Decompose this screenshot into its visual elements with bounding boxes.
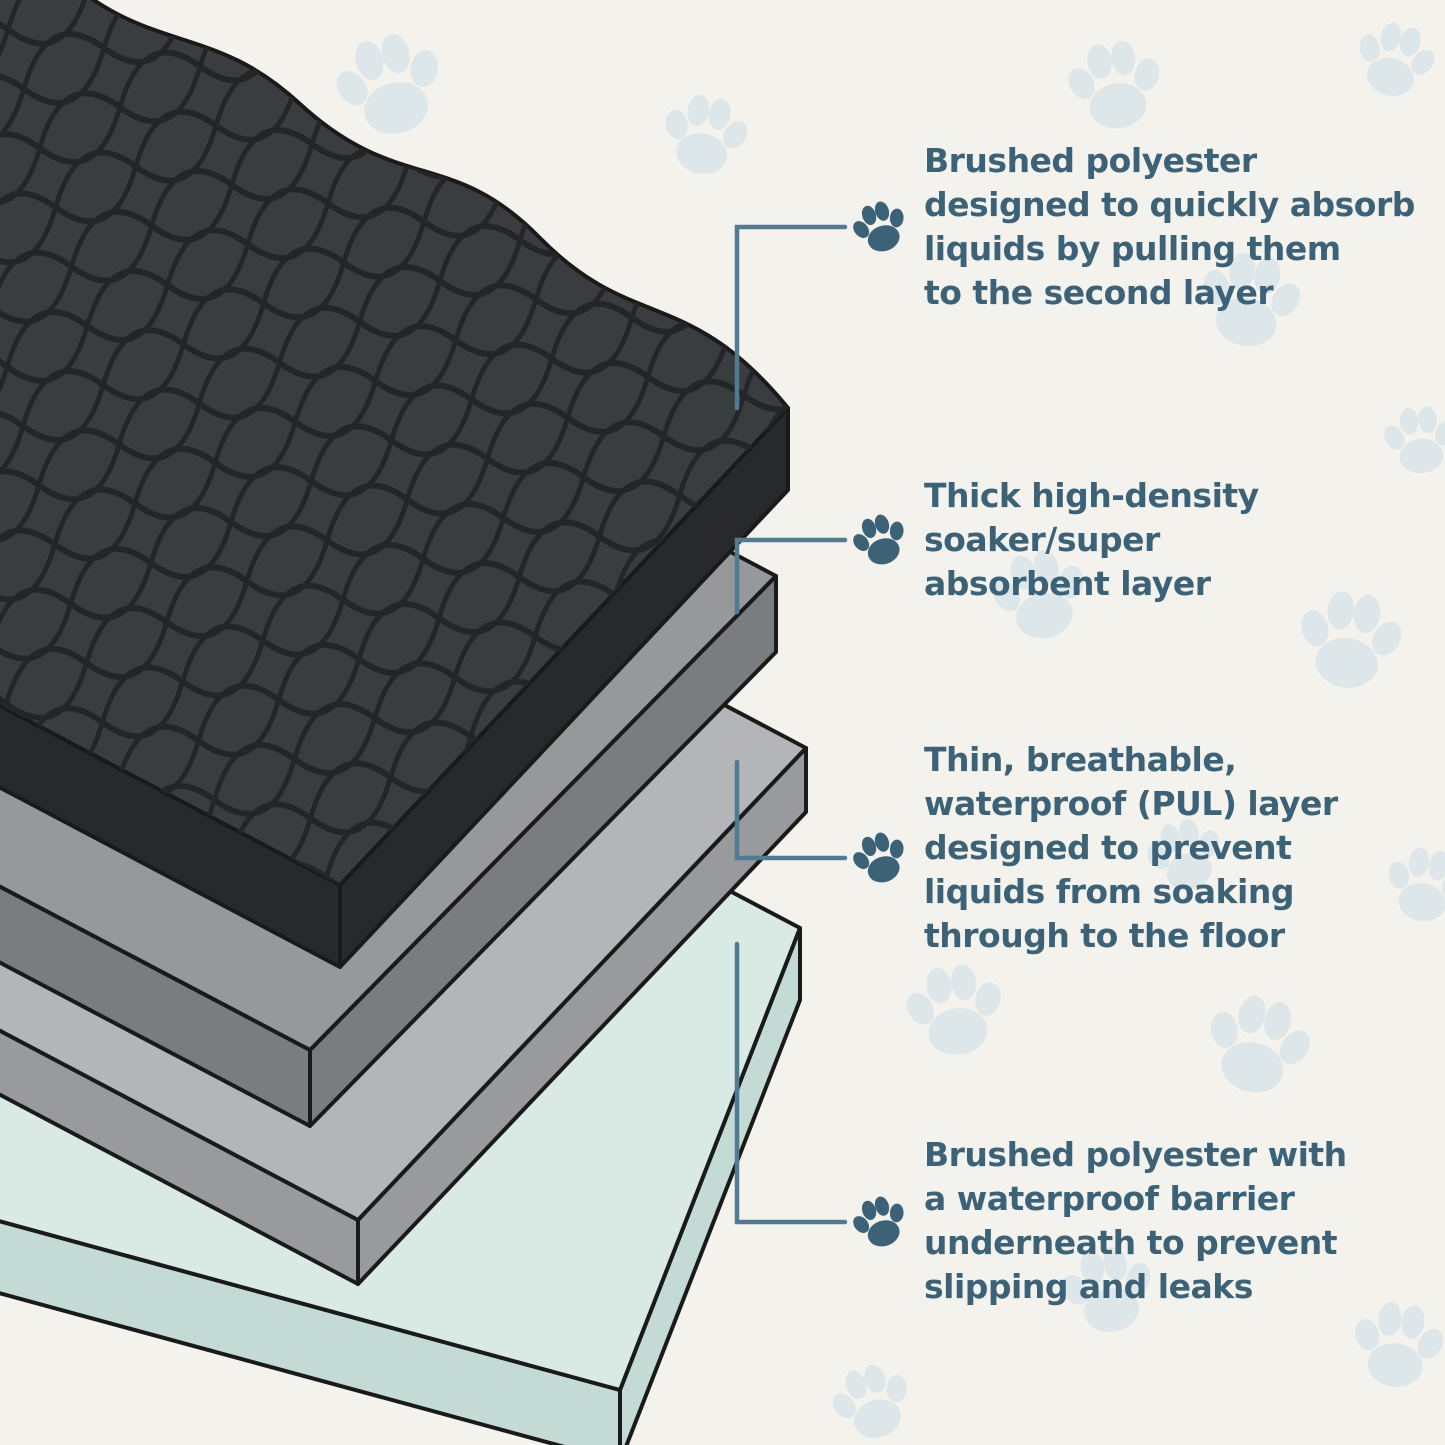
callout-text-waterproof-layer: Thin, breathable, waterproof (PUL) layer… <box>924 740 1338 955</box>
callout-text-bottom-layer: Brushed polyester with a waterproof barr… <box>924 1135 1347 1306</box>
paw-print-bg-icon <box>322 23 458 148</box>
paw-print-bg-icon <box>1345 14 1445 106</box>
layer-1-quilted-top <box>0 0 790 969</box>
paw-print-bg-icon <box>1378 403 1445 477</box>
callout-text-soaker-layer: Thick high-density soaker/super absorben… <box>924 476 1259 603</box>
paw-print-bg-icon <box>1377 842 1445 928</box>
callout-paw-icons <box>845 195 915 1255</box>
paw-print-bg-icon <box>1059 35 1171 136</box>
paw-print-bg-icon <box>1192 985 1324 1105</box>
layer-1-quilt-pattern <box>0 0 788 885</box>
callout-line-3 <box>734 759 848 861</box>
callout-line-1 <box>734 224 848 411</box>
paw-print-bg-icon <box>821 1355 924 1445</box>
callout-text-top-layer: Brushed polyester designed to quickly ab… <box>924 141 1415 312</box>
paw-print-bg-icon <box>653 89 757 182</box>
paw-icon-1 <box>845 195 915 260</box>
callout-lines <box>734 224 848 1225</box>
paw-print-bg-icon <box>1343 1297 1445 1394</box>
paw-icon-3 <box>845 826 915 891</box>
paw-print-bg-icon <box>1288 585 1412 696</box>
paw-icon-4 <box>845 1190 915 1255</box>
paw-print-bg-icon <box>897 958 1013 1062</box>
paw-icon-2 <box>845 508 915 573</box>
callout-line-2 <box>734 537 848 615</box>
callout-line-4 <box>734 941 848 1225</box>
